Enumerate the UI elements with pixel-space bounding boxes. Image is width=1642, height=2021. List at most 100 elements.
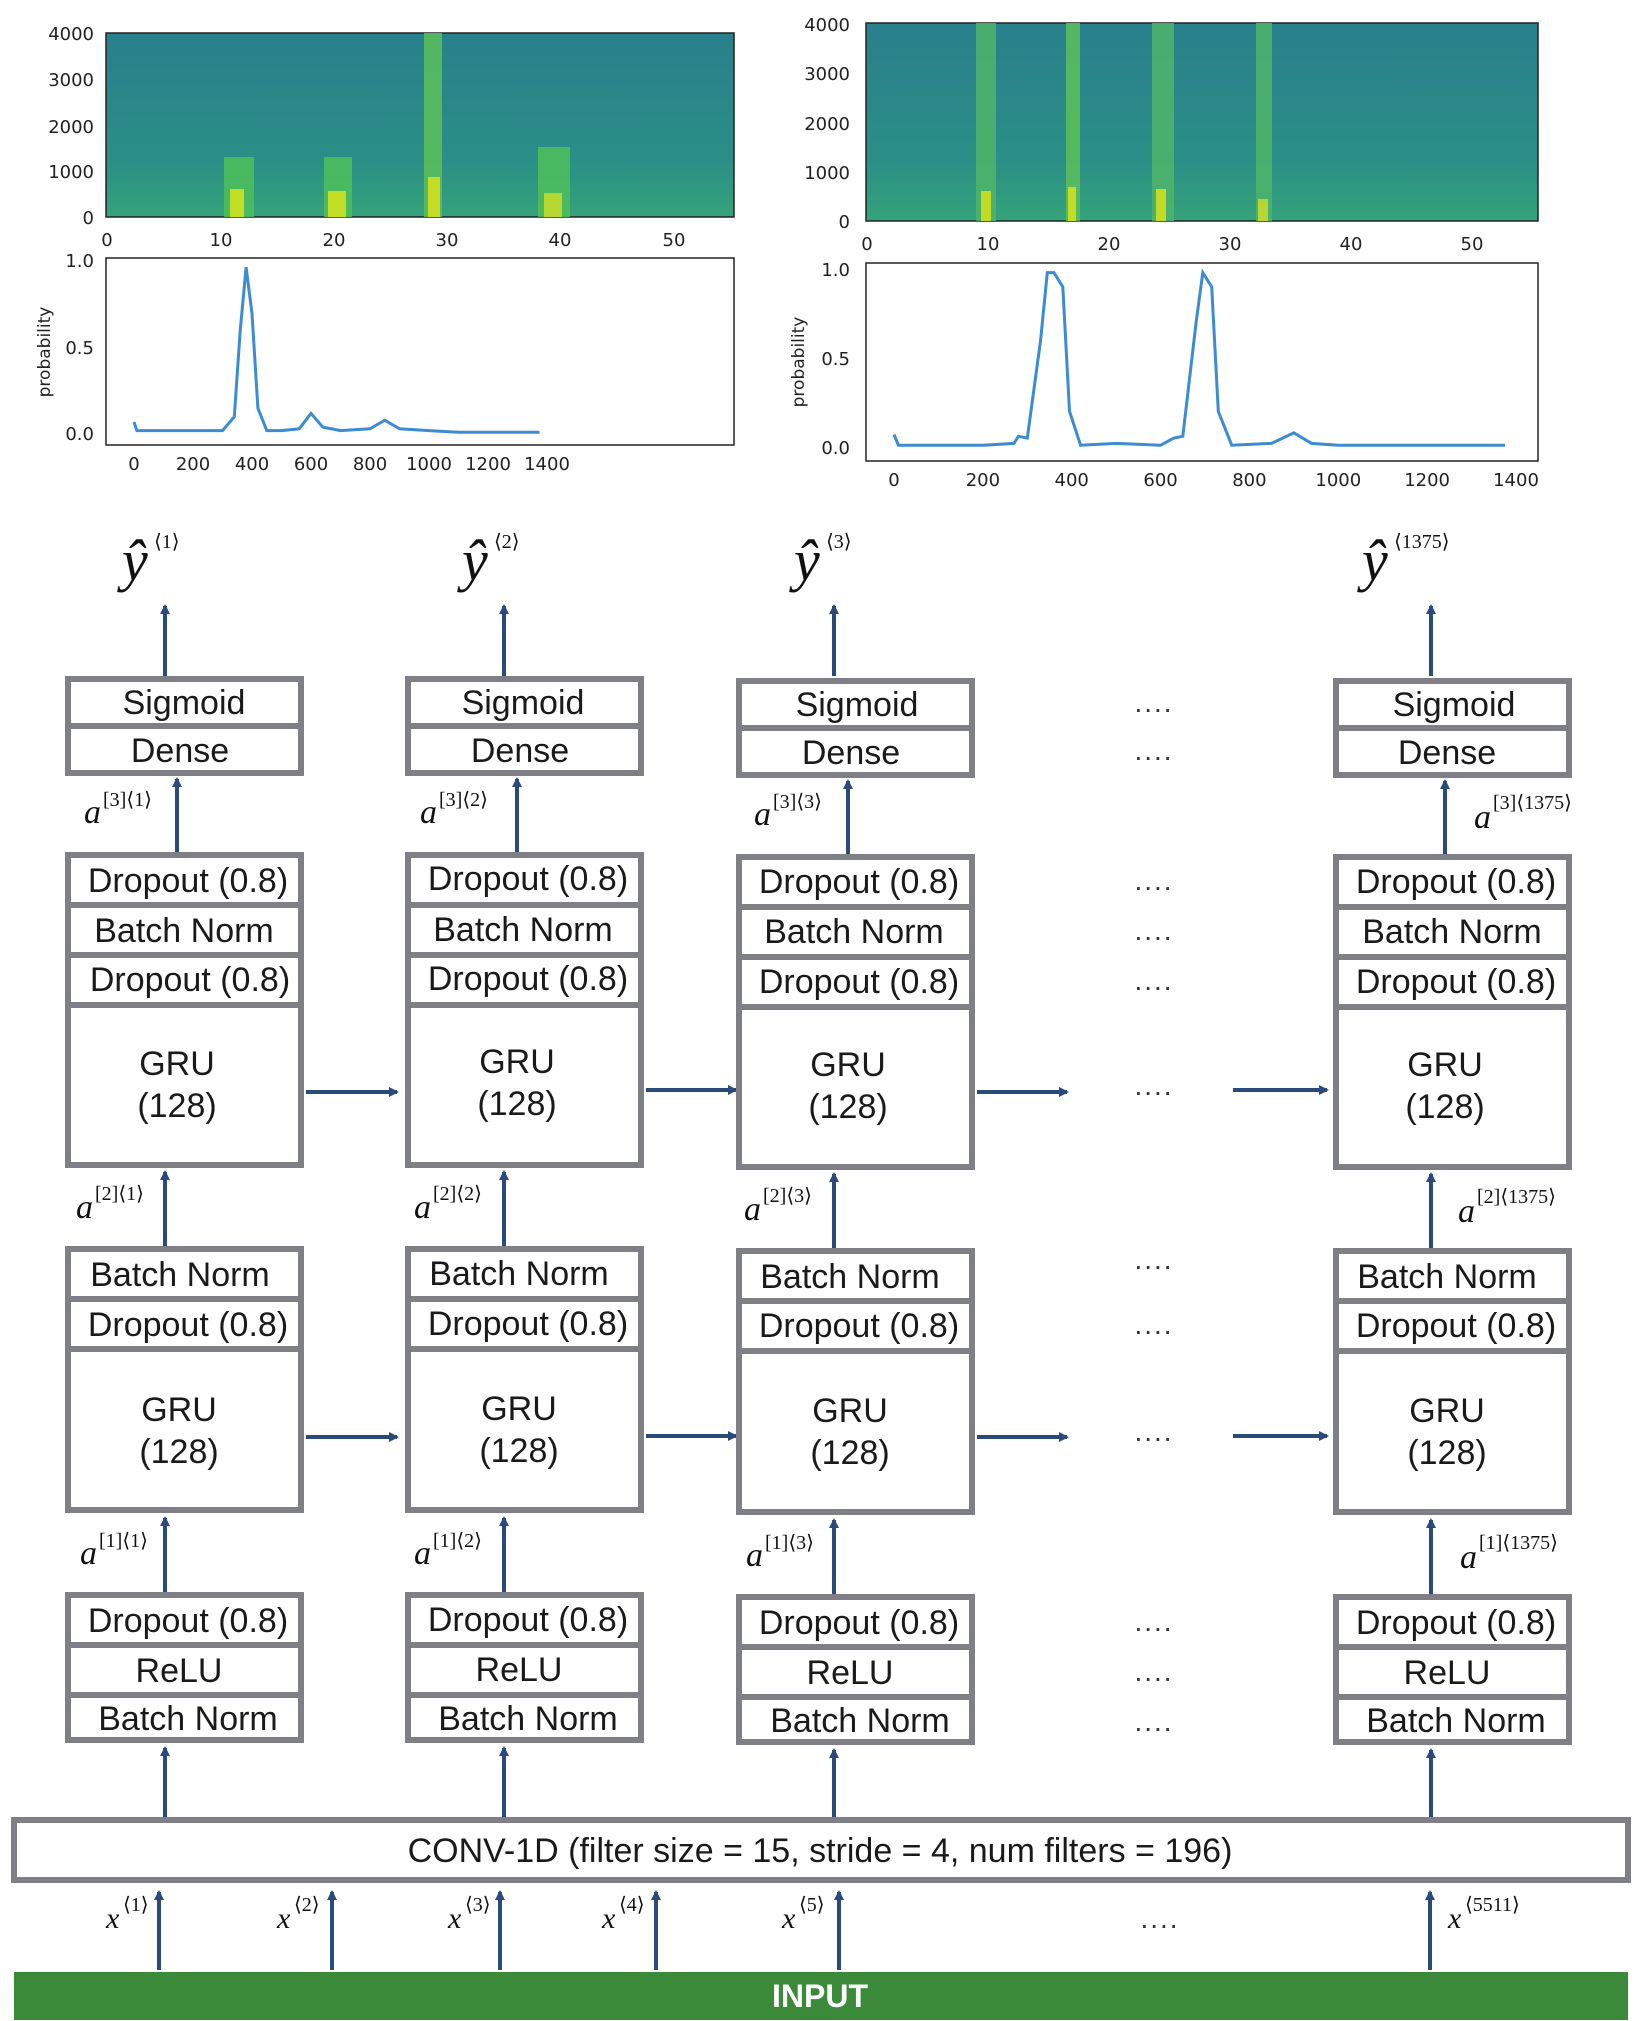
a2-label: a <box>76 1189 93 1226</box>
gru-label: GRU <box>810 1046 886 1084</box>
left-probability-line <box>132 267 540 434</box>
a2-sup: [2]⟨2⟩ <box>433 1183 482 1205</box>
batchnorm-block <box>405 902 644 958</box>
dropout-label: Dropout (0.8) <box>1356 863 1556 901</box>
relu-block <box>736 1644 975 1700</box>
column-3: Sigmoid Dense a [3]⟨3⟩ Dropout (0.8) Bat… <box>736 604 1069 1817</box>
prob-xtick: 200 <box>966 470 1000 491</box>
right-spec-xtick: 30 <box>1219 234 1242 255</box>
gru-units-label: (128) <box>477 1085 556 1123</box>
svg-text:⟨1375⟩: ⟨1375⟩ <box>1394 531 1450 553</box>
right-spec-ytick: 2000 <box>804 114 850 135</box>
prob-xtick: 1200 <box>465 454 511 475</box>
batchnorm-block <box>1333 904 1572 960</box>
gru-units-label: (128) <box>1407 1434 1486 1472</box>
dropout-block <box>65 1592 304 1648</box>
left-spec-ytick: 1000 <box>48 162 94 183</box>
a2-label: a <box>414 1189 431 1226</box>
right-spec-ytick: 1000 <box>804 163 850 184</box>
a3-sup: [3]⟨2⟩ <box>439 789 488 811</box>
svg-text:ŷ: ŷ <box>457 528 488 593</box>
dropout-block <box>405 852 644 908</box>
gru-label: GRU <box>479 1043 555 1081</box>
left-spectrogram-bursts <box>224 33 570 217</box>
a1-sup: [1]⟨1⟩ <box>99 1530 148 1552</box>
dropout-label: Dropout (0.8) <box>428 960 628 998</box>
dropout-label: Dropout (0.8) <box>1356 963 1556 1001</box>
gru-block <box>405 1002 644 1168</box>
gru-units-label: (128) <box>808 1088 887 1126</box>
right-spec-xtick: 50 <box>1461 234 1484 255</box>
sigmoid-label: Sigmoid <box>462 684 585 722</box>
prob-xtick: 800 <box>1232 470 1266 491</box>
left-spec-ytick: 3000 <box>48 70 94 91</box>
dropout-label: Dropout (0.8) <box>88 1602 288 1640</box>
dropout-label: Dropout (0.8) <box>88 1306 288 1344</box>
svg-text:ŷ: ŷ <box>1357 528 1388 593</box>
a3-sup: [3]⟨1375⟩ <box>1493 792 1572 814</box>
dropout-label: Dropout (0.8) <box>1356 1307 1556 1345</box>
x-sup: ⟨5511⟩ <box>1465 1894 1520 1916</box>
left-prob-ylabel: probability <box>35 307 55 398</box>
right-prob-ylabel: probability <box>789 317 809 408</box>
right-spectrogram: 4000 3000 2000 1000 0 0 10 20 30 40 50 <box>804 15 1539 255</box>
gru-block <box>405 1346 644 1513</box>
dropout-label: Dropout (0.8) <box>428 1601 628 1639</box>
left-spec-xtick: 10 <box>210 230 233 251</box>
gru-block <box>1333 1348 1572 1515</box>
dropout-label: Dropout (0.8) <box>759 963 959 1001</box>
column-1: Sigmoid Dense a [3]⟨1⟩ Dropout (0.8) Bat… <box>65 604 399 1817</box>
gru-units-label: (128) <box>1405 1088 1484 1126</box>
left-spec-xtick: 20 <box>323 230 346 251</box>
ellipsis-column: .... .... .... .... .... .... .... .... … <box>1134 687 1329 1737</box>
a3-sup: [3]⟨1⟩ <box>103 789 152 811</box>
prob-xtick: 400 <box>1055 470 1089 491</box>
prob-xtick: 1400 <box>524 454 570 475</box>
dropout-block <box>736 1298 975 1354</box>
a2-label: a <box>1458 1193 1475 1230</box>
right-spec-xtick: 20 <box>1098 234 1121 255</box>
a2-sup: [2]⟨1⟩ <box>95 1183 144 1205</box>
batchnorm-label: Batch Norm <box>429 1255 609 1293</box>
dropout-block <box>405 952 644 1008</box>
dropout-label: Dropout (0.8) <box>1356 1604 1556 1642</box>
dense-block <box>736 725 975 778</box>
prob-xtick: 0 <box>128 454 139 475</box>
prob-xtick: 400 <box>235 454 269 475</box>
dense-label: Dense <box>131 732 229 770</box>
gru-label: GRU <box>1407 1046 1483 1084</box>
spectrogram-energy <box>1156 189 1166 221</box>
gru-units-label: (128) <box>139 1433 218 1471</box>
gru-block <box>65 1346 304 1513</box>
gru-units-label: (128) <box>479 1432 558 1470</box>
a1-sup: [1]⟨1375⟩ <box>1479 1532 1558 1554</box>
left-spec-ytick: 2000 <box>48 117 94 138</box>
right-spectrogram-bursts <box>976 23 1272 221</box>
input-arrows: x ⟨1⟩ x ⟨2⟩ x ⟨3⟩ x ⟨4⟩ x ⟨5⟩ .... x ⟨55… <box>105 1890 1520 1970</box>
right-spec-ytick: 4000 <box>804 15 850 36</box>
spectrogram-energy <box>1258 199 1268 221</box>
prob-xtick: 600 <box>294 454 328 475</box>
a1-label: a <box>80 1535 97 1572</box>
ellipsis: .... <box>1134 865 1173 896</box>
batchnorm-block <box>65 1246 304 1302</box>
right-prob-ytick: 0.0 <box>821 438 850 459</box>
gru-units-label: (128) <box>810 1434 889 1472</box>
gru-label: GRU <box>1409 1392 1485 1430</box>
dropout-block <box>65 852 304 908</box>
x-label: x <box>601 1902 616 1935</box>
spectrogram-energy <box>424 33 442 217</box>
column-2: Sigmoid Dense a [3]⟨2⟩ Dropout (0.8) Bat… <box>405 604 738 1817</box>
left-spec-xtick: 50 <box>663 230 686 251</box>
prob-xtick: 0 <box>888 470 899 491</box>
spectrogram-energy <box>1256 23 1272 221</box>
a3-label: a <box>84 794 101 831</box>
a1-label: a <box>414 1535 431 1572</box>
batchnorm-label: Batch Norm <box>438 1700 618 1738</box>
dropout-label: Dropout (0.8) <box>90 961 290 999</box>
gru-label: GRU <box>481 1390 557 1428</box>
a2-sup: [2]⟨1375⟩ <box>1477 1186 1556 1208</box>
relu-label: ReLU <box>807 1654 894 1692</box>
prob-xtick: 1000 <box>406 454 452 475</box>
